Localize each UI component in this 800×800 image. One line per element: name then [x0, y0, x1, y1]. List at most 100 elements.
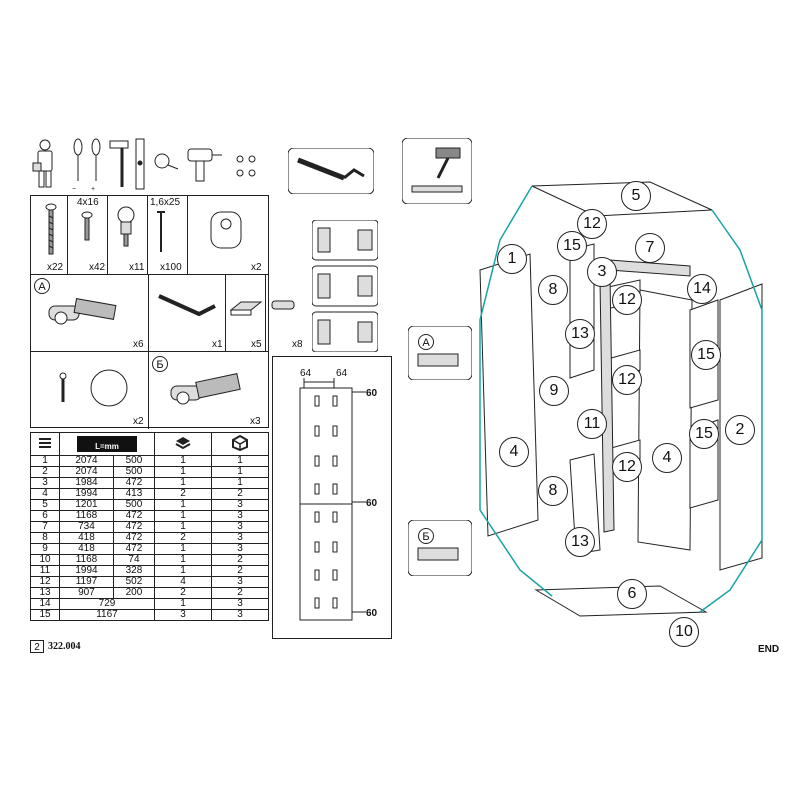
table-cell: 3	[30, 477, 60, 489]
template-offset-top: 60	[366, 388, 378, 399]
table-cell: 472	[112, 510, 156, 522]
table-cell: 1168	[59, 510, 114, 522]
table-cell: 1	[154, 510, 212, 522]
table-cell: 74	[112, 554, 156, 566]
table-cell: 1984	[59, 477, 114, 489]
part-callout: 15	[691, 340, 721, 370]
hammer-step-icon	[402, 138, 472, 204]
cam-assembly-steps	[312, 220, 378, 352]
table-cell: 3	[211, 499, 269, 511]
table-cell: 1	[154, 477, 212, 489]
level-icon	[135, 138, 145, 190]
table-cell: 1	[154, 499, 212, 511]
table-cell: 500	[112, 455, 156, 467]
table-cell: 2	[154, 488, 212, 500]
short-screw-size: 4x16	[77, 197, 99, 208]
end-label: END	[758, 644, 780, 655]
table-cell: 1	[30, 455, 60, 467]
table-cell: 5	[30, 499, 60, 511]
hardware-panel: x22 4x16 x42 x11 1,6x25 x100 x2 A x6 x1 …	[30, 195, 303, 429]
knob-qty: x2	[133, 416, 144, 427]
ruler-header: L=mm	[59, 432, 155, 456]
template-dim-right: 64	[336, 368, 348, 379]
table-cell: 418	[59, 543, 114, 555]
table-cell: 3	[211, 510, 269, 522]
hinge-b-badge: Б	[152, 356, 168, 372]
part-callout: 7	[635, 233, 665, 263]
part-callout: 12	[577, 209, 607, 239]
table-cell: 12	[30, 576, 60, 588]
cam-lock-qty: x11	[129, 262, 145, 273]
table-cell: 2	[154, 532, 212, 544]
part-callout: 13	[565, 527, 595, 557]
part-callout: 1	[497, 244, 527, 274]
table-cell: 4	[154, 576, 212, 588]
dowel-icon	[271, 300, 295, 310]
bracket-qty: x5	[251, 339, 262, 350]
hex-key-qty: x1	[212, 339, 223, 350]
table-cell: 11	[30, 565, 60, 577]
table-cell: 2074	[59, 455, 114, 467]
hinge-a-icon	[48, 298, 117, 325]
drawing-hinge-a-badge: A	[418, 334, 434, 350]
nail-size: 1,6x25	[150, 197, 181, 208]
part-callout: 5	[621, 181, 651, 211]
unit-label: L=mm	[77, 436, 137, 452]
table-cell: 472	[112, 532, 156, 544]
table-cell: 734	[59, 521, 114, 533]
table-cell: 6	[30, 510, 60, 522]
table-cell: 7	[30, 521, 60, 533]
table-cell: 472	[112, 543, 156, 555]
part-callout: 3	[587, 257, 617, 287]
table-cell: 472	[112, 477, 156, 489]
table-cell: 1	[154, 466, 212, 478]
table-cell: 2074	[59, 466, 114, 478]
table-cell: 1	[211, 477, 269, 489]
part-callout: 2	[725, 415, 755, 445]
table-cell: 3	[211, 609, 269, 621]
short-screw-icon	[81, 211, 93, 241]
part-callout: 12	[612, 365, 642, 395]
table-cell: 13	[30, 587, 60, 599]
table-cell: 2	[154, 587, 212, 599]
table-cell: 1	[154, 455, 212, 467]
model-code: 322.004	[48, 641, 81, 652]
table-cell: 9	[30, 543, 60, 555]
hex-key-icon	[158, 294, 216, 317]
part-callout: 4	[652, 443, 682, 473]
part-callout: 8	[538, 476, 568, 506]
cam-lock-icon	[117, 206, 135, 247]
table-cell: 3	[211, 532, 269, 544]
part-callout: 13	[565, 319, 595, 349]
table-cell: 500	[112, 466, 156, 478]
part-callout: 6	[617, 579, 647, 609]
table-cell: 1	[154, 521, 212, 533]
drawing-hinge-b-badge: Б	[418, 528, 434, 544]
table-cell: 15	[30, 609, 60, 621]
long-screw-qty: x22	[47, 262, 64, 273]
hammer-icon	[109, 140, 129, 187]
table-cell: 2	[211, 488, 269, 500]
table-cell: 502	[112, 576, 156, 588]
part-callout: 12	[612, 452, 642, 482]
worker-icon	[32, 139, 53, 188]
part-callout: 9	[539, 376, 569, 406]
table-cell: 418	[59, 532, 114, 544]
svg-text:+: +	[91, 186, 95, 193]
table-cell: 1	[211, 455, 269, 467]
dowel-qty: x8	[292, 339, 303, 350]
part-callout: 11	[577, 409, 607, 439]
table-cell: 328	[112, 565, 156, 577]
part-callout: 15	[557, 231, 587, 261]
table-cell: 1	[154, 598, 212, 610]
